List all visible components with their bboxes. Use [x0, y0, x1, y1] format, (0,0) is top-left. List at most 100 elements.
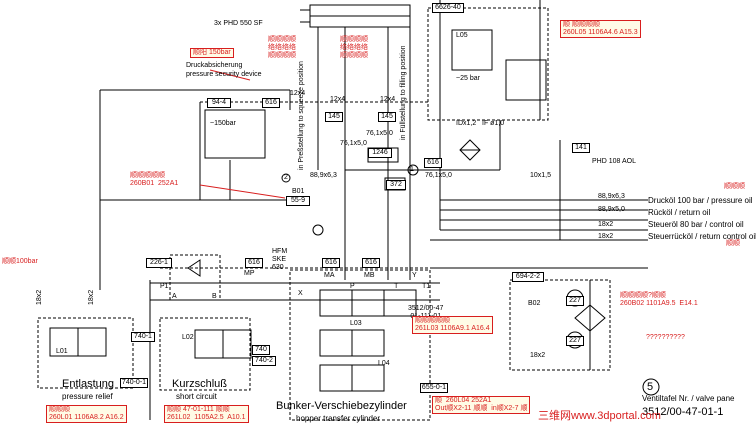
pipe-88-9-c: 88,9x5,0 — [598, 206, 625, 213]
component-1246: 1246 — [368, 148, 392, 158]
port-a: A — [172, 293, 177, 300]
cylinder-phd-108: PHD 108 AOL — [592, 158, 636, 165]
component-694-2-2: 694-2-2 — [512, 272, 544, 282]
circle-2: 2 — [284, 174, 288, 181]
pipe-76-1-c: 76,1x5,0 — [425, 172, 452, 179]
red-tag-100bar: 顺顺100bar — [2, 258, 38, 265]
port-630: 630 — [272, 264, 284, 271]
component-740-2: 740-2 — [252, 356, 276, 366]
label-if: IF ø1,0 — [482, 120, 505, 127]
oil-line-control-return: Steuerrücköl / return control oil — [648, 232, 756, 241]
valve-l05: L05 — [456, 32, 468, 39]
pipe-18x2-c: 18x2 — [36, 289, 43, 305]
pressure-device-en: pressure security device — [186, 71, 262, 78]
label-squeeze-position: in Preßstellung to squeeze position — [298, 61, 305, 170]
label-ventiltafel: Ventiltafel Nr. / valve pane — [642, 394, 735, 403]
circle-1: 1 — [410, 166, 414, 173]
red-chars-left: 顺顺顺顺 络络络络 顺顺顺顺 — [268, 36, 296, 59]
port-ske: SKE — [272, 256, 287, 263]
red-tag-261l02: 顺顺 47-01-111 顺顺 261L02 1105A2.5 A10.1 — [164, 405, 249, 423]
pipe-18x2-a: 18x2 — [598, 221, 614, 228]
port-mp: MP — [244, 270, 255, 277]
label-bunker-de: Bunker-Verschiebezylinder — [276, 400, 407, 412]
component-141: 141 — [572, 143, 590, 153]
red-tag-right-a: 顺顺顺 — [724, 183, 745, 190]
red-tag-260b02: 顺顺顺顺?顺顺 260B02 1101A9.5 E14.1 — [620, 292, 698, 307]
component-226-1: 226-1 — [146, 258, 172, 268]
box-6626-40 — [427, 7, 549, 121]
valve-l04: L04 — [378, 360, 390, 367]
pipe-18x2-b: 18x2 — [598, 233, 614, 240]
component-740-0-1: 740-0-1 — [120, 378, 148, 388]
port-y: Y — [412, 272, 417, 279]
red-chars-right: 顺顺顺顺 络络络络 顺顺顺顺 — [340, 36, 368, 59]
sensor-b02: B02 — [528, 300, 541, 307]
pipe-12x4-b: 12x4 — [330, 96, 346, 103]
port-b: B — [212, 293, 217, 300]
component-94-4: 94-4 — [207, 98, 231, 108]
pipe-88-9-b: 88,9x6,3 — [598, 193, 625, 200]
pressure-device-de: Druckabsicherung — [186, 62, 243, 69]
pipe-76-1-b: 76,1x5,0 — [340, 140, 367, 147]
port-t: T — [394, 283, 399, 290]
pipe-76-1-a: 76,1x5,0 — [366, 130, 393, 137]
valve-l01: L01 — [56, 348, 68, 355]
label-filling-position: in Füllstellung to filling position — [400, 45, 407, 140]
pipe-18x2-e: 18x2 — [530, 352, 546, 359]
red-tag-260l01: 顺顺顺 260L01 1106A8.2 A16.2 — [46, 405, 127, 423]
component-655-0-1: 655-0-1 — [420, 383, 448, 393]
pipe-10x1-5: 10x1,5 — [530, 172, 552, 179]
oil-line-control: Steueröl 80 bar / control oil — [648, 220, 744, 229]
valve-l02: L02 — [182, 334, 194, 341]
component-616-e: 616 — [362, 258, 380, 268]
oil-line-return: Rücköl / return oil — [648, 208, 711, 217]
port-p: P — [350, 283, 355, 290]
label-short-circuit: short circuit — [176, 392, 217, 401]
pipe-12x4-a: 12x4 — [290, 90, 306, 97]
label-ventiltafel-no: 3512/00-47-01-1 — [642, 406, 724, 418]
oil-line-pressure: Drucköl 100 bar / pressure oil — [648, 196, 753, 205]
red-tag-right-b: 顺顺 — [726, 240, 740, 247]
pressure-tag-red: 顺阳 150bar — [190, 48, 234, 58]
label-idx: IDx1,2 — [456, 120, 477, 127]
pipe-18x2-d: 18x2 — [88, 289, 95, 305]
component-372: 372 — [386, 180, 406, 190]
label-pressure-relief: pressure relief — [62, 392, 113, 401]
circle-5: 5 — [647, 381, 654, 393]
watermark-text: 三维网www.3dportal.com — [538, 410, 661, 422]
component-145-a: 145 — [325, 112, 343, 122]
valve-l03: L03 — [350, 320, 362, 327]
port-p1: P1 — [160, 283, 169, 290]
component-b01: B01 — [292, 188, 305, 195]
component-616-c: 616 — [245, 258, 263, 268]
pipe-88-9-a: 88,9x6,3 — [310, 172, 337, 179]
component-616-b: 616 — [424, 158, 442, 168]
component-55-9: 55-9 — [286, 196, 310, 206]
pipe-12x4-c: 12x4 — [380, 96, 396, 103]
port-x: X — [298, 290, 303, 297]
component-6626-40: 6626-40 — [432, 3, 464, 13]
component-616-d: 616 — [322, 258, 340, 268]
red-tag-260l05: 顺 顺顺顺顺 260L05 1106A4.6 A15.3 — [560, 20, 641, 38]
component-740: 740 — [252, 345, 270, 355]
port-ma: MA — [324, 272, 335, 279]
pressure-150bar: ~150bar — [210, 120, 236, 127]
label-entlastung: Entlastung — [62, 378, 114, 390]
port-mb: MB — [364, 272, 375, 279]
cylinder-model-label: 3x PHD 550 SF — [214, 20, 263, 27]
component-616-a: 616 — [262, 98, 280, 108]
red-tag-260b01: 顺顺顺顺顺 260B01 252A1 — [130, 172, 179, 187]
red-tag-261l03: 顺顺顺顺顺 261L03 1106A9.1 A16.4 — [412, 316, 493, 334]
component-227-b: 227 — [566, 336, 584, 346]
component-227-a: 227 — [566, 296, 584, 306]
red-tag-question: ?????????? — [646, 334, 685, 341]
pressure-25bar: ~25 bar — [456, 75, 480, 82]
port-t1: T1 — [422, 283, 431, 290]
label-kurzschluss: Kurzschluß — [172, 378, 228, 390]
port-hfm: HFM — [272, 248, 288, 255]
component-145-b: 145 — [378, 112, 396, 122]
label-bunker-en: hopper transfer cylinder — [296, 414, 381, 423]
component-740-1: 740-1 — [131, 332, 155, 342]
